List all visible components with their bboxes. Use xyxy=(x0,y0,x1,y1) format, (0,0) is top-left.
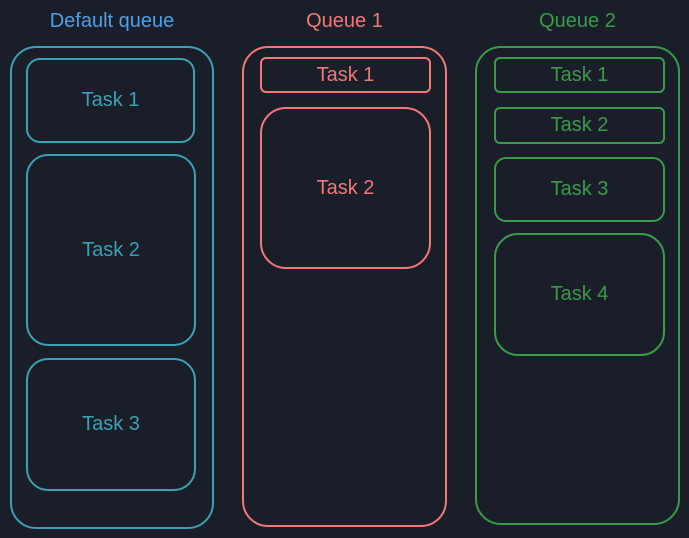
default-queue-task-2: Task 2 xyxy=(26,154,196,346)
default-queue-task-3: Task 3 xyxy=(26,358,196,491)
queue-2-task-3: Task 3 xyxy=(494,157,665,222)
queue-2-task-2: Task 2 xyxy=(494,107,665,144)
queue-1-column xyxy=(242,46,447,527)
queue-2-task-1: Task 1 xyxy=(494,57,665,93)
queue-2-task-4: Task 4 xyxy=(494,233,665,356)
queue-1-task-2: Task 2 xyxy=(260,107,431,269)
queue-2-column xyxy=(475,46,680,525)
default-queue-title: Default queue xyxy=(49,10,175,32)
queue-1-task-1: Task 1 xyxy=(260,57,431,93)
default-queue-column xyxy=(10,46,214,529)
queue-2-title: Queue 2 xyxy=(539,10,616,32)
default-queue-task-1: Task 1 xyxy=(26,58,195,143)
queue-1-title: Queue 1 xyxy=(306,10,383,32)
